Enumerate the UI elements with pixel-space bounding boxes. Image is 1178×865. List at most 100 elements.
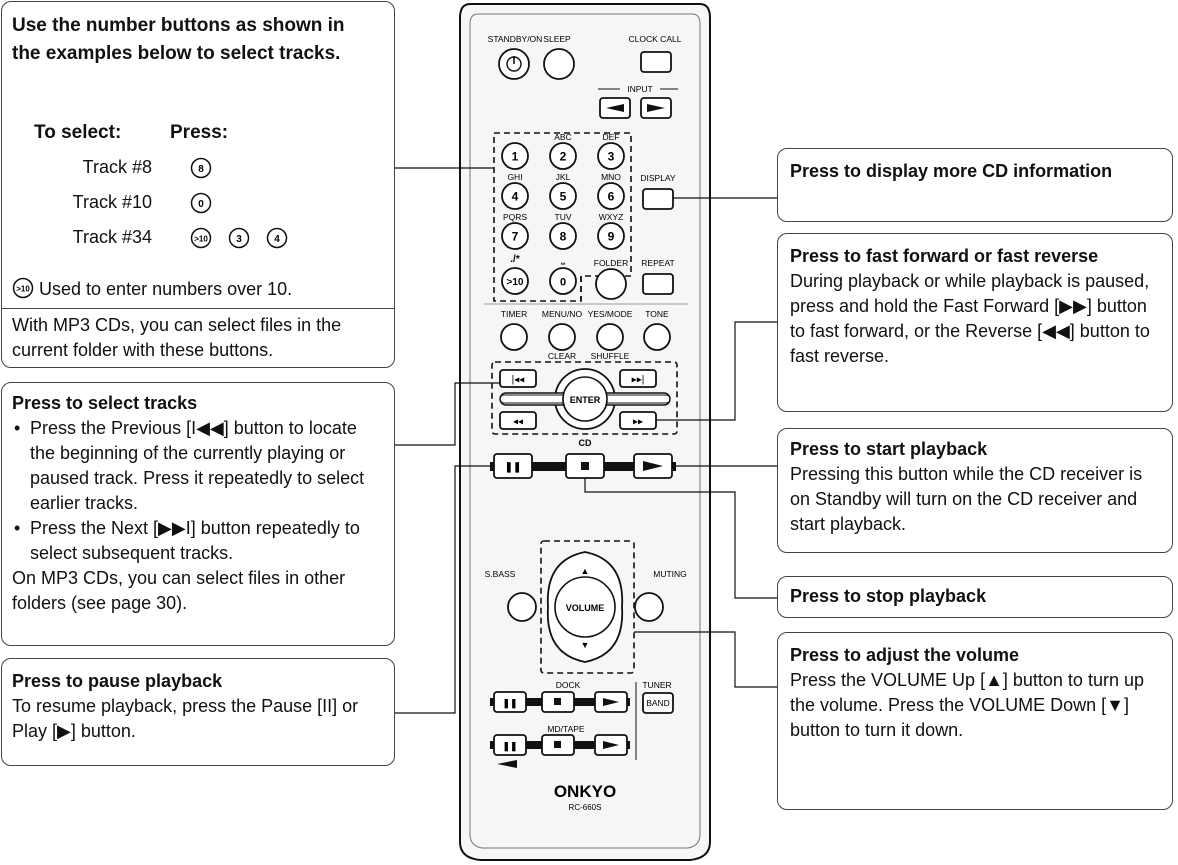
gt10-label: >10 [507,277,524,288]
input-label: INPUT [627,84,653,94]
example-row: Track #34 >10 3 4 [2,225,392,255]
enter-label: ENTER [570,395,601,405]
gt10-note: Used to enter numbers over 10. [39,279,293,299]
number-letters-label: WXYZ [599,212,624,222]
volume-label: VOLUME [566,603,605,613]
menu-no-button[interactable] [548,323,576,351]
number-button[interactable] [549,142,577,170]
yes-mode-label: YES/MODE [588,309,633,319]
number-0-icon: 0 [190,192,212,214]
tone-label: TONE [645,309,669,319]
number-letters-label: DEF [603,132,620,142]
number-8-icon: 8 [190,157,212,179]
pause-icon: ❚❚ [505,462,522,473]
fast-forward-icon: ▸▸ [633,417,643,428]
number-button[interactable] [597,142,625,170]
number-button[interactable] [597,182,625,210]
number-button-label: 8 [560,230,567,244]
btn-label: 8 [198,164,204,175]
enter-button[interactable] [562,376,608,422]
dock-pause-button[interactable] [493,691,527,713]
number-buttons-callout: Use the number buttons as shown in the e… [1,1,395,368]
play-callout: Press to start playback Pressing this bu… [777,428,1173,553]
number-button[interactable] [501,142,529,170]
pause-callout-text: To resume playback, press the Pause [II]… [12,696,359,741]
number-4-icon: 4 [266,227,288,249]
bullet-previous: Press the Previous [I◀◀] button to locat… [12,416,384,516]
gt10-note-row: >10 Used to enter numbers over 10. [12,277,392,302]
volume-down-icon: ▼ [581,640,590,650]
arrow-left-icon [606,104,624,112]
previous-button[interactable] [499,369,537,388]
folder-button[interactable] [595,268,627,300]
muting-button[interactable] [634,592,664,622]
arrow-right-icon [647,104,665,112]
next-icon: ▸▸| [632,375,645,386]
pause-button[interactable] [493,453,533,479]
select-tracks-callout: Press to select tracks Press the Previou… [1,382,395,646]
repeat-label: REPEAT [641,258,674,268]
number-button[interactable] [501,222,529,250]
pause-icon: ❚❚ [502,698,517,709]
play-callout-title: Press to start playback [790,439,988,459]
pause-callout: Press to pause playback To resume playba… [1,658,395,766]
play-callout-text: Pressing this button while the CD receiv… [790,464,1143,534]
stop-icon [581,462,589,470]
arrow-left-icon [497,760,517,768]
volume-up-icon: ▲ [581,566,590,576]
number-letters-label: JKL [556,172,571,182]
clear-label: CLEAR [548,351,576,361]
sleep-label: SLEEP [543,34,571,44]
model-label: RC-660S [569,803,602,812]
stop-callout-title: Press to stop playback [790,586,987,606]
previous-icon: |◂◂ [512,375,525,386]
select-bullets: Press the Previous [I◀◀] button to locat… [12,416,384,566]
muting-label: MUTING [653,569,687,579]
gt10-button[interactable] [501,267,529,295]
number-button-label: 2 [560,150,567,164]
timer-button[interactable] [500,323,528,351]
number-button[interactable] [597,222,625,250]
btn-label: 4 [274,234,280,245]
number-button[interactable] [549,182,577,210]
yes-mode-button[interactable] [596,323,624,351]
rewind-icon: ◂◂ [513,417,523,428]
volume-callout-text: Press the VOLUME Up [▲] button to turn u… [790,670,1144,740]
sbass-button[interactable] [507,592,537,622]
number-button[interactable] [501,182,529,210]
repeat-button[interactable] [642,273,674,295]
number-button-label: 9 [608,230,615,244]
zero-button[interactable] [549,267,577,295]
display-button[interactable] [642,188,674,210]
select-callout-title: Press to select tracks [12,393,198,413]
btn-label: >10 [16,285,30,294]
number-gt10-icon: >10 [190,227,212,249]
example-track: Track #34 [72,227,152,247]
tone-button[interactable] [643,323,671,351]
ff-callout-text: During playback or while playback is pau… [790,271,1150,366]
folder-label: FOLDER [594,258,628,268]
sym-label: ./* [510,254,520,265]
pause-callout-title: Press to pause playback [12,671,223,691]
btn-label: 3 [236,234,242,245]
dock-label: DOCK [556,680,581,690]
number-button-label: 5 [560,190,567,204]
gt10-icon: >10 [12,277,34,299]
example-row: Track #10 0 [2,190,392,220]
number-letters-label: MNO [601,172,621,182]
stop-icon [554,698,561,705]
sleep-button[interactable] [543,48,575,80]
clock-call-button[interactable] [640,51,672,73]
stop-callout: Press to stop playback [777,576,1173,618]
mp3-note: With MP3 CDs, you can select files in th… [12,315,342,360]
mdtape-pause-button[interactable] [493,734,527,756]
display-label: DISPLAY [640,173,676,183]
band-button[interactable] [642,692,674,714]
number-button[interactable] [549,222,577,250]
space-label: ⎵ [561,254,565,265]
standby-label: STANDBY/ON [488,34,543,44]
rewind-button[interactable] [499,411,537,430]
display-callout: Press to display more CD information [777,148,1173,222]
